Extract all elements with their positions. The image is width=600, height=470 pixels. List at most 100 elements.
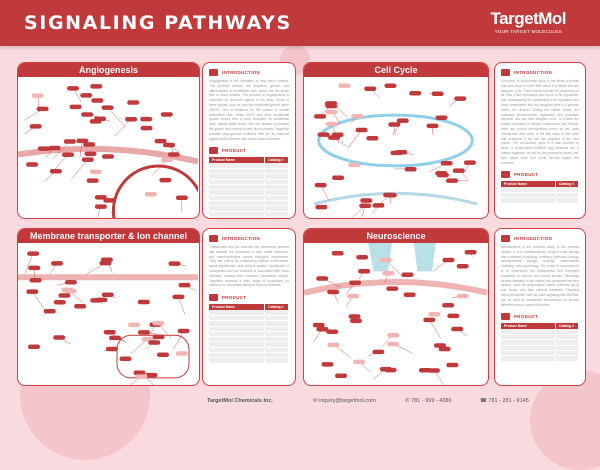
info-card: INTRODUCTION Angiogenesis is the formati… [202, 62, 296, 219]
protein-node [315, 205, 327, 210]
protein-node [428, 312, 440, 317]
protein-node [87, 178, 99, 183]
protein-node [37, 107, 49, 112]
protein-node [402, 272, 414, 277]
intro-heading-text: INTRODUCTION [222, 70, 260, 75]
protein-node [140, 117, 152, 122]
protein-node [49, 146, 61, 151]
protein-node [157, 352, 169, 357]
protein-node [366, 136, 378, 141]
protein-node [95, 195, 107, 200]
protein-node [428, 368, 440, 373]
membrane [18, 274, 198, 280]
protein-node [106, 347, 118, 352]
intro-heading: INTRODUCTION [209, 235, 289, 242]
protein-node [104, 330, 116, 335]
protein-node [83, 142, 95, 147]
intro-text: Cell cycle, or cell-division cycle, is t… [501, 79, 579, 165]
protein-node [457, 294, 469, 299]
table-row [501, 356, 579, 361]
protein-node [62, 152, 74, 157]
protein-node [465, 250, 477, 255]
protein-node [101, 258, 113, 263]
protein-node [95, 204, 107, 209]
blood-vessel [113, 166, 198, 218]
phone-text: 781 - 999 - 4286 [411, 398, 451, 404]
protein-node [28, 266, 40, 271]
protein-node [464, 160, 476, 165]
protein-node [152, 321, 164, 326]
protein-node [102, 293, 114, 298]
protein-node [451, 327, 463, 332]
product-heading: PRODUCT [501, 171, 579, 178]
neuron-terminal [414, 243, 436, 271]
protein-node [404, 293, 416, 298]
panel-title: Membrane transporter & Ion channel [18, 229, 199, 243]
protein-node [65, 280, 77, 285]
protein-node [125, 117, 137, 122]
protein-node [327, 290, 339, 295]
protein-node [90, 169, 102, 174]
protein-node [95, 298, 107, 303]
protein-node [321, 362, 333, 367]
protein-node [442, 303, 454, 308]
protein-node [176, 196, 188, 201]
protein-node [326, 122, 338, 127]
protein-node [82, 157, 94, 162]
protein-node [54, 300, 66, 305]
email-link[interactable]: ✉ inquiry@targetmol.com [313, 398, 376, 404]
fax: ☎ 781 - 281 - 9145 [480, 398, 529, 404]
protein-node [454, 96, 466, 101]
protein-node [397, 118, 409, 123]
angiogenesis-panel: Angiogenesis [17, 62, 200, 219]
protein-node [51, 261, 63, 266]
protein-node [360, 198, 372, 203]
protein-node [64, 139, 76, 144]
intro-heading: INTRODUCTION [501, 235, 579, 242]
protein-node [435, 171, 447, 176]
protein-node [347, 294, 359, 299]
protein-node [390, 151, 402, 156]
protein-node [387, 342, 399, 347]
intro-icon [209, 69, 218, 76]
protein-node [348, 163, 360, 168]
membrane-transporter-panel: Membrane transporter & Ion channel [17, 228, 200, 386]
protein-node [335, 373, 347, 378]
protein-node [127, 100, 139, 105]
protein-node [159, 178, 171, 183]
intro-heading-text: INTRODUCTION [514, 70, 552, 75]
protein-node [326, 110, 338, 115]
protein-node [441, 161, 453, 166]
product-icon [501, 171, 510, 178]
neuroscience-panel: Neuroscience [303, 228, 489, 386]
protein-node [434, 343, 446, 348]
product-heading-text: PRODUCT [222, 295, 246, 300]
protein-node [119, 357, 131, 362]
protein-node [161, 112, 173, 117]
protein-node [161, 158, 173, 163]
protein-node [138, 300, 150, 305]
protein-node [81, 112, 93, 117]
protein-node [427, 124, 439, 129]
protein-node [446, 363, 458, 368]
protein-node [318, 132, 330, 137]
protein-node [350, 319, 362, 324]
product-heading-text: PRODUCT [222, 148, 246, 153]
protein-node [457, 264, 469, 269]
info-card: INTRODUCTION Neuroscience is the scienti… [494, 228, 586, 386]
pathway-arrow [348, 130, 362, 148]
protein-node [313, 323, 325, 328]
product-heading: PRODUCT [501, 313, 579, 320]
protein-node [372, 350, 384, 355]
protein-node [327, 343, 339, 348]
protein-node [386, 286, 398, 291]
protein-node [102, 105, 114, 110]
protein-node [351, 114, 363, 119]
page-title: SIGNALING PATHWAYS [24, 12, 292, 34]
protein-node [442, 258, 454, 263]
protein-node [385, 368, 397, 373]
protein-node [178, 329, 190, 334]
pathway-arrow [429, 320, 440, 338]
